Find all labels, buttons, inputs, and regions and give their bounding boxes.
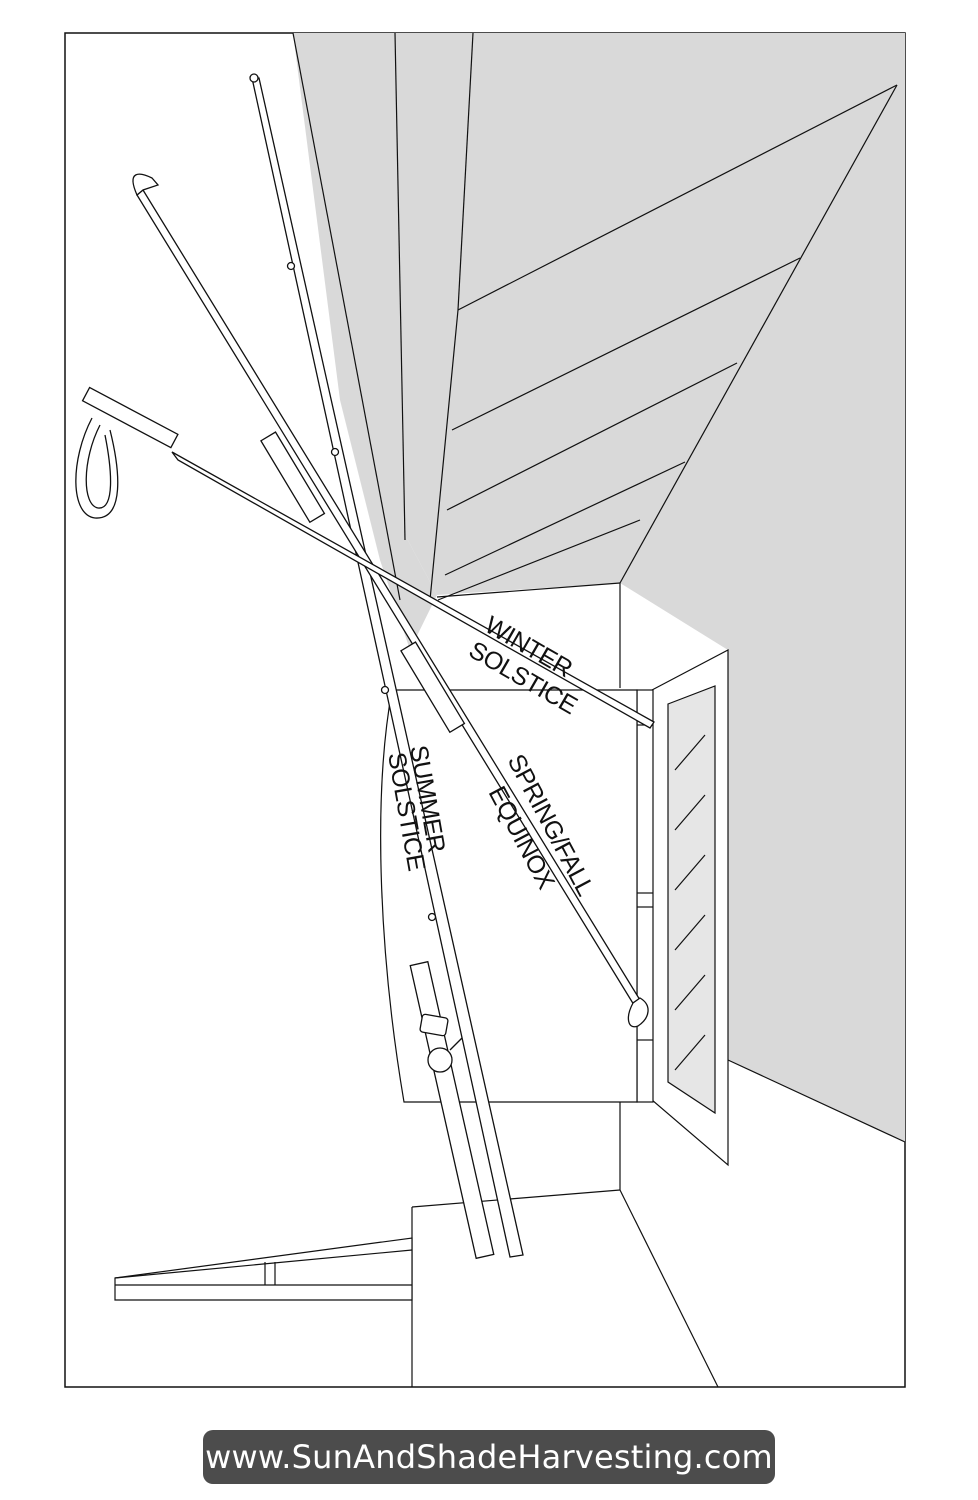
- equinox-club: [132, 173, 649, 1028]
- wall-lines: [619, 583, 906, 1190]
- summer-solstice-rod: [249, 73, 524, 1260]
- website-url: www.SunAndShadeHarvesting.com: [205, 1438, 773, 1476]
- website-link[interactable]: www.SunAndShadeHarvesting.com: [203, 1430, 775, 1484]
- window-frame: [636, 689, 654, 1103]
- sunlit-panel: [380, 689, 638, 1103]
- window: [651, 649, 729, 1167]
- sun-angle-diagram: WINTER SOLSTICE SPRING/FALL EQUINOX SUMM…: [64, 32, 906, 1388]
- ramp: [114, 1237, 413, 1301]
- ceiling-lines: [292, 32, 898, 601]
- ceiling-left-wedge: [293, 33, 437, 650]
- ceiling-shade: [293, 33, 905, 1142]
- winter-solstice-stick: [75, 386, 655, 729]
